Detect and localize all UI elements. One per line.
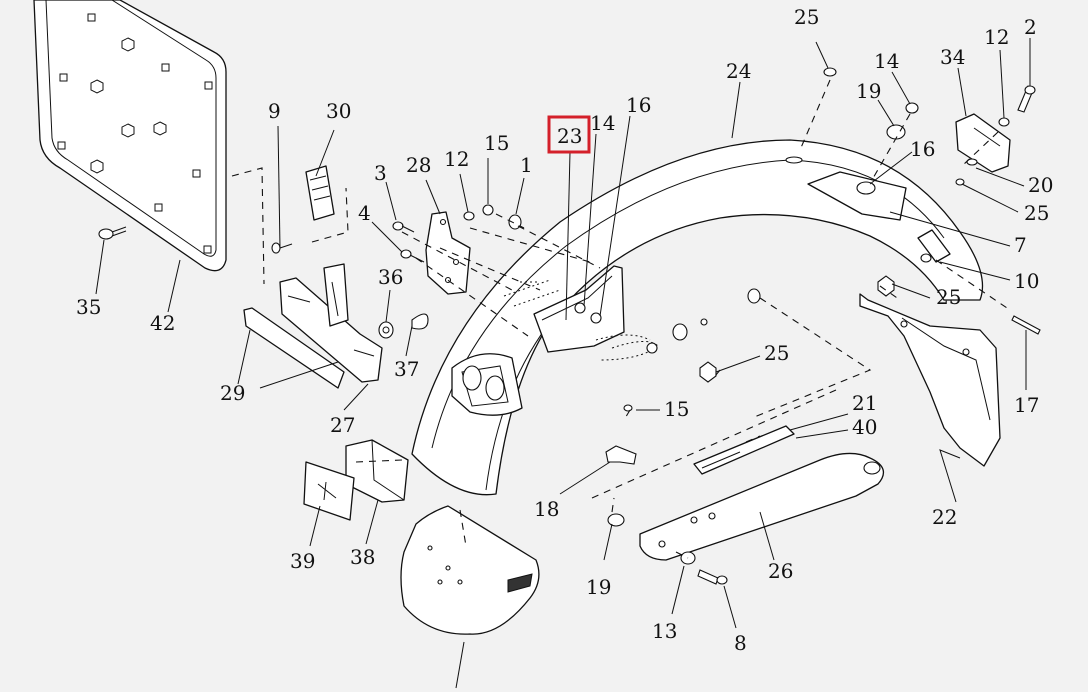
bracket-30 <box>305 165 335 221</box>
lens-39 <box>303 461 355 521</box>
callout-15: 15 <box>664 397 689 421</box>
callout-42: 42 <box>150 311 175 335</box>
license-bracket-27 <box>279 263 383 383</box>
callout-23: 23 <box>557 124 582 148</box>
callout-18: 18 <box>534 497 559 521</box>
hardware-left <box>271 204 522 339</box>
callout-38: 38 <box>350 545 375 569</box>
fender-tip <box>400 505 540 635</box>
callout-25: 25 <box>794 5 819 29</box>
callout-4: 4 <box>358 201 371 225</box>
callout-17: 17 <box>1014 393 1039 417</box>
callout-2: 2 <box>1024 15 1037 39</box>
callout-12: 12 <box>444 147 469 171</box>
callout-20: 20 <box>1028 173 1053 197</box>
callout-9: 9 <box>268 99 281 123</box>
callout-13: 13 <box>652 619 677 643</box>
callout-35: 35 <box>76 295 101 319</box>
callout-34: 34 <box>940 45 965 69</box>
support-arm-26 <box>639 452 885 561</box>
license-plate-42 <box>33 0 227 272</box>
plate-bolt-35 <box>98 226 127 240</box>
callout-24: 24 <box>726 59 751 83</box>
hardware-slot <box>574 302 602 324</box>
highlight-box <box>547 115 591 154</box>
callout-12: 12 <box>984 25 1009 49</box>
callout-16: 16 <box>910 137 935 161</box>
strut-22 <box>859 293 1001 467</box>
callout-22: 22 <box>932 505 957 529</box>
callout-29: 29 <box>220 381 245 405</box>
tail-block-38 <box>345 439 409 503</box>
callout-14: 14 <box>874 49 899 73</box>
callout-16: 16 <box>626 93 651 117</box>
rear-fender-24 <box>411 139 984 496</box>
callout-labels: 2 12 34 14 19 25 24 16 23 14 9 30 15 1 3… <box>76 5 1053 655</box>
callout-3: 3 <box>374 161 387 185</box>
callout-7: 7 <box>1014 233 1027 257</box>
callout-21: 21 <box>852 391 877 415</box>
callout-19: 19 <box>856 79 881 103</box>
callout-14: 14 <box>590 111 615 135</box>
callout-28: 28 <box>406 153 431 177</box>
callout-15: 15 <box>484 131 509 155</box>
callout-19: 19 <box>586 575 611 599</box>
leader-lines <box>95 38 1031 689</box>
callout-25: 25 <box>764 341 789 365</box>
assembly-lines <box>231 79 1011 559</box>
callout-26: 26 <box>768 559 793 583</box>
hardware-bottom <box>605 404 728 585</box>
callout-8: 8 <box>734 631 747 655</box>
callout-25: 25 <box>1024 201 1049 225</box>
callout-1: 1 <box>520 153 533 177</box>
callout-27: 27 <box>330 413 355 437</box>
reflector-21-40 <box>693 425 795 475</box>
bracket-28 <box>425 211 471 295</box>
callout-10: 10 <box>1014 269 1039 293</box>
callout-30: 30 <box>326 99 351 123</box>
callout-37: 37 <box>394 357 419 381</box>
callout-36: 36 <box>378 265 403 289</box>
callout-40: 40 <box>852 415 877 439</box>
callout-25: 25 <box>936 285 961 309</box>
callout-39: 39 <box>290 549 315 573</box>
